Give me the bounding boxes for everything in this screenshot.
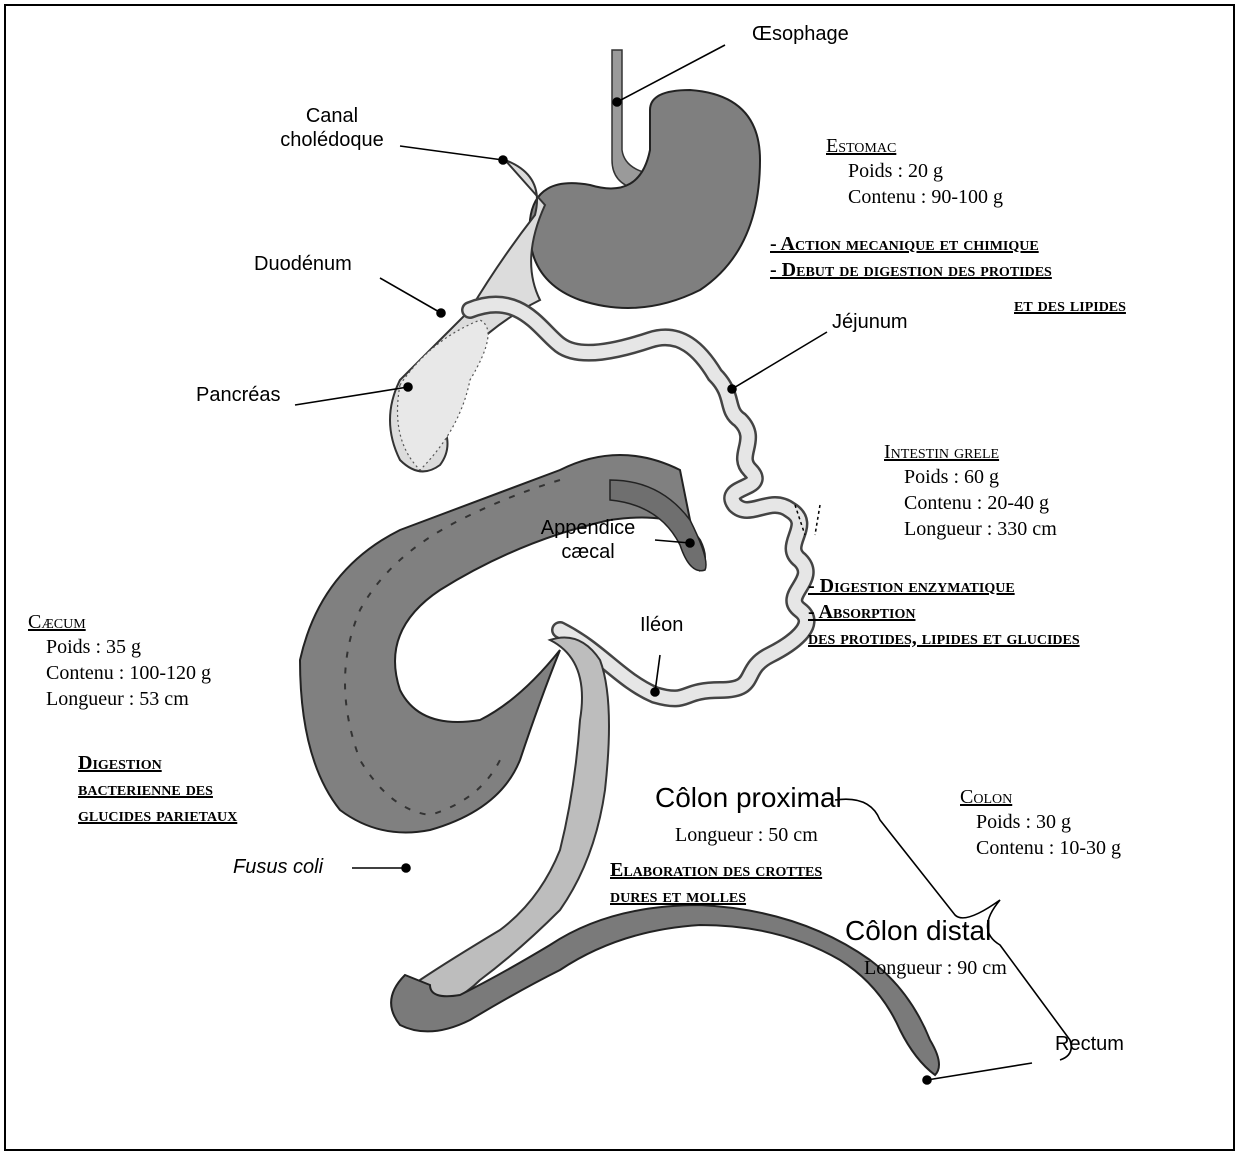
colon-poids: Poids : 30 g xyxy=(976,809,1121,835)
label-ileon: Iléon xyxy=(640,613,683,637)
caecum-fn-2: bacterienne des xyxy=(78,776,237,802)
estomac-fn-3-wrap: et des lipides xyxy=(1014,292,1126,318)
label-rectum: Rectum xyxy=(1055,1032,1124,1056)
caecum-fn-3: glucides parietaux xyxy=(78,802,237,828)
caecum-longueur: Longueur : 53 cm xyxy=(46,686,211,712)
intestin-poids: Poids : 60 g xyxy=(904,464,1057,490)
colon-block: Colon Poids : 30 g Contenu : 10-30 g xyxy=(960,785,1121,861)
intestin-fn-1: - Digestion enzymatique xyxy=(808,573,1080,599)
caecum-shape xyxy=(300,455,705,833)
label-duodenum: Duodénum xyxy=(254,252,352,276)
label-pancreas: Pancréas xyxy=(196,383,281,407)
label-appendice-caecal: Appendice cæcal xyxy=(528,516,648,564)
label-oesophage: Œsophage xyxy=(752,22,849,46)
colon-fn-2: dures et molles xyxy=(610,883,822,909)
colon-proximal-length: Longueur : 50 cm xyxy=(675,822,818,848)
caecum-fn-1: Digestion xyxy=(78,750,237,776)
label-jejunum: Jéjunum xyxy=(832,310,908,334)
label-canal-choledoque: Canal cholédoque xyxy=(262,104,402,152)
colon-proximal-functions: Elaboration des crottes dures et molles xyxy=(610,857,822,909)
estomac-title: Estomac xyxy=(826,135,896,157)
intestin-longueur: Longueur : 330 cm xyxy=(904,516,1057,542)
label-fusus-coli: Fusus coli xyxy=(233,855,323,879)
intestin-block: Intestin grele Poids : 60 g Contenu : 20… xyxy=(884,440,1057,542)
intestin-fn-3: des protides, lipides et glucides xyxy=(808,625,1080,651)
estomac-functions: - Action mecanique et chimique - Debut d… xyxy=(770,231,1052,283)
label-appendice-line1: Appendice xyxy=(541,517,636,539)
caecum-poids: Poids : 35 g xyxy=(46,634,211,660)
estomac-contenu: Contenu : 90-100 g xyxy=(848,184,1003,210)
estomac-block: Estomac Poids : 20 g Contenu : 90-100 g xyxy=(826,134,1003,210)
estomac-fn-2: - Debut de digestion des protides xyxy=(770,257,1052,283)
intestin-title: Intestin grele xyxy=(884,441,999,463)
intestin-contenu: Contenu : 20-40 g xyxy=(904,490,1057,516)
estomac-poids: Poids : 20 g xyxy=(848,158,1003,184)
caecum-title: Cæcum xyxy=(28,611,86,633)
stomach-shape xyxy=(530,90,760,308)
estomac-fn-3: et des lipides xyxy=(1014,292,1126,318)
colon-distal-length: Longueur : 90 cm xyxy=(864,955,1007,981)
estomac-fn-1: - Action mecanique et chimique xyxy=(770,231,1052,257)
label-canal-line2: cholédoque xyxy=(280,129,383,151)
colon-proximal-length-wrap: Longueur : 50 cm xyxy=(675,822,818,848)
label-colon-proximal: Côlon proximal xyxy=(655,780,842,816)
colon-title: Colon xyxy=(960,786,1012,808)
label-canal-line1: Canal xyxy=(306,105,358,127)
intestin-functions: - Digestion enzymatique - Absorption des… xyxy=(808,573,1080,651)
label-colon-distal: Côlon distal xyxy=(845,913,991,949)
colon-contenu: Contenu : 10-30 g xyxy=(976,835,1121,861)
colon-distal-length-wrap: Longueur : 90 cm xyxy=(864,955,1007,981)
caecum-block: Cæcum Poids : 35 g Contenu : 100-120 g L… xyxy=(28,610,211,712)
intestin-fn-2: - Absorption xyxy=(808,599,1080,625)
label-appendice-line2: cæcal xyxy=(561,541,614,563)
caecum-contenu: Contenu : 100-120 g xyxy=(46,660,211,686)
caecum-functions: Digestion bacterienne des glucides parie… xyxy=(78,750,237,828)
colon-fn-1: Elaboration des crottes xyxy=(610,857,822,883)
